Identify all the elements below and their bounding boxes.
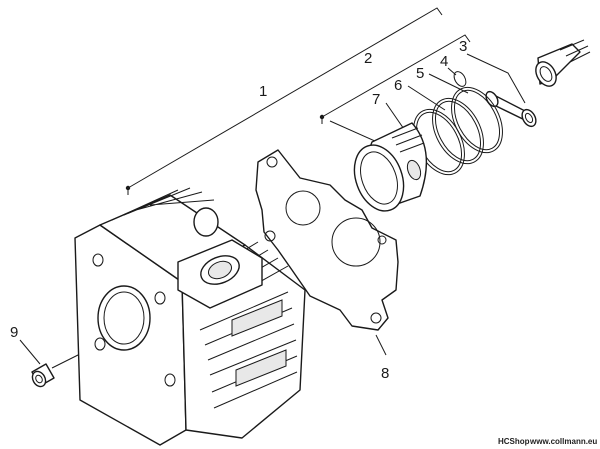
cylinder-block-part	[74, 187, 306, 446]
watermark-site: www.collmann.eu	[529, 437, 597, 446]
watermark: HCShop www.collmann.eu	[498, 437, 597, 446]
callout-1: 1	[259, 83, 267, 100]
callout-3: 3	[459, 38, 467, 55]
base-gasket-part	[255, 149, 399, 331]
callout-labels: 1 2 3 4 5 6 7 8 9	[10, 38, 467, 382]
callout-9: 9	[10, 324, 18, 341]
callout-5: 5	[416, 65, 424, 82]
callout-4: 4	[440, 53, 448, 70]
callout-7: 7	[372, 91, 380, 108]
dowel-sleeve-part	[31, 363, 55, 388]
callout-8: 8	[381, 365, 389, 382]
circlip-part	[453, 71, 467, 87]
piston-part	[353, 122, 428, 212]
connecting-rod-end	[535, 39, 591, 87]
piston-pin-part	[485, 90, 537, 128]
callout-2: 2	[364, 50, 372, 67]
watermark-shop: HCShop	[498, 437, 530, 446]
callout-6: 6	[394, 77, 402, 94]
